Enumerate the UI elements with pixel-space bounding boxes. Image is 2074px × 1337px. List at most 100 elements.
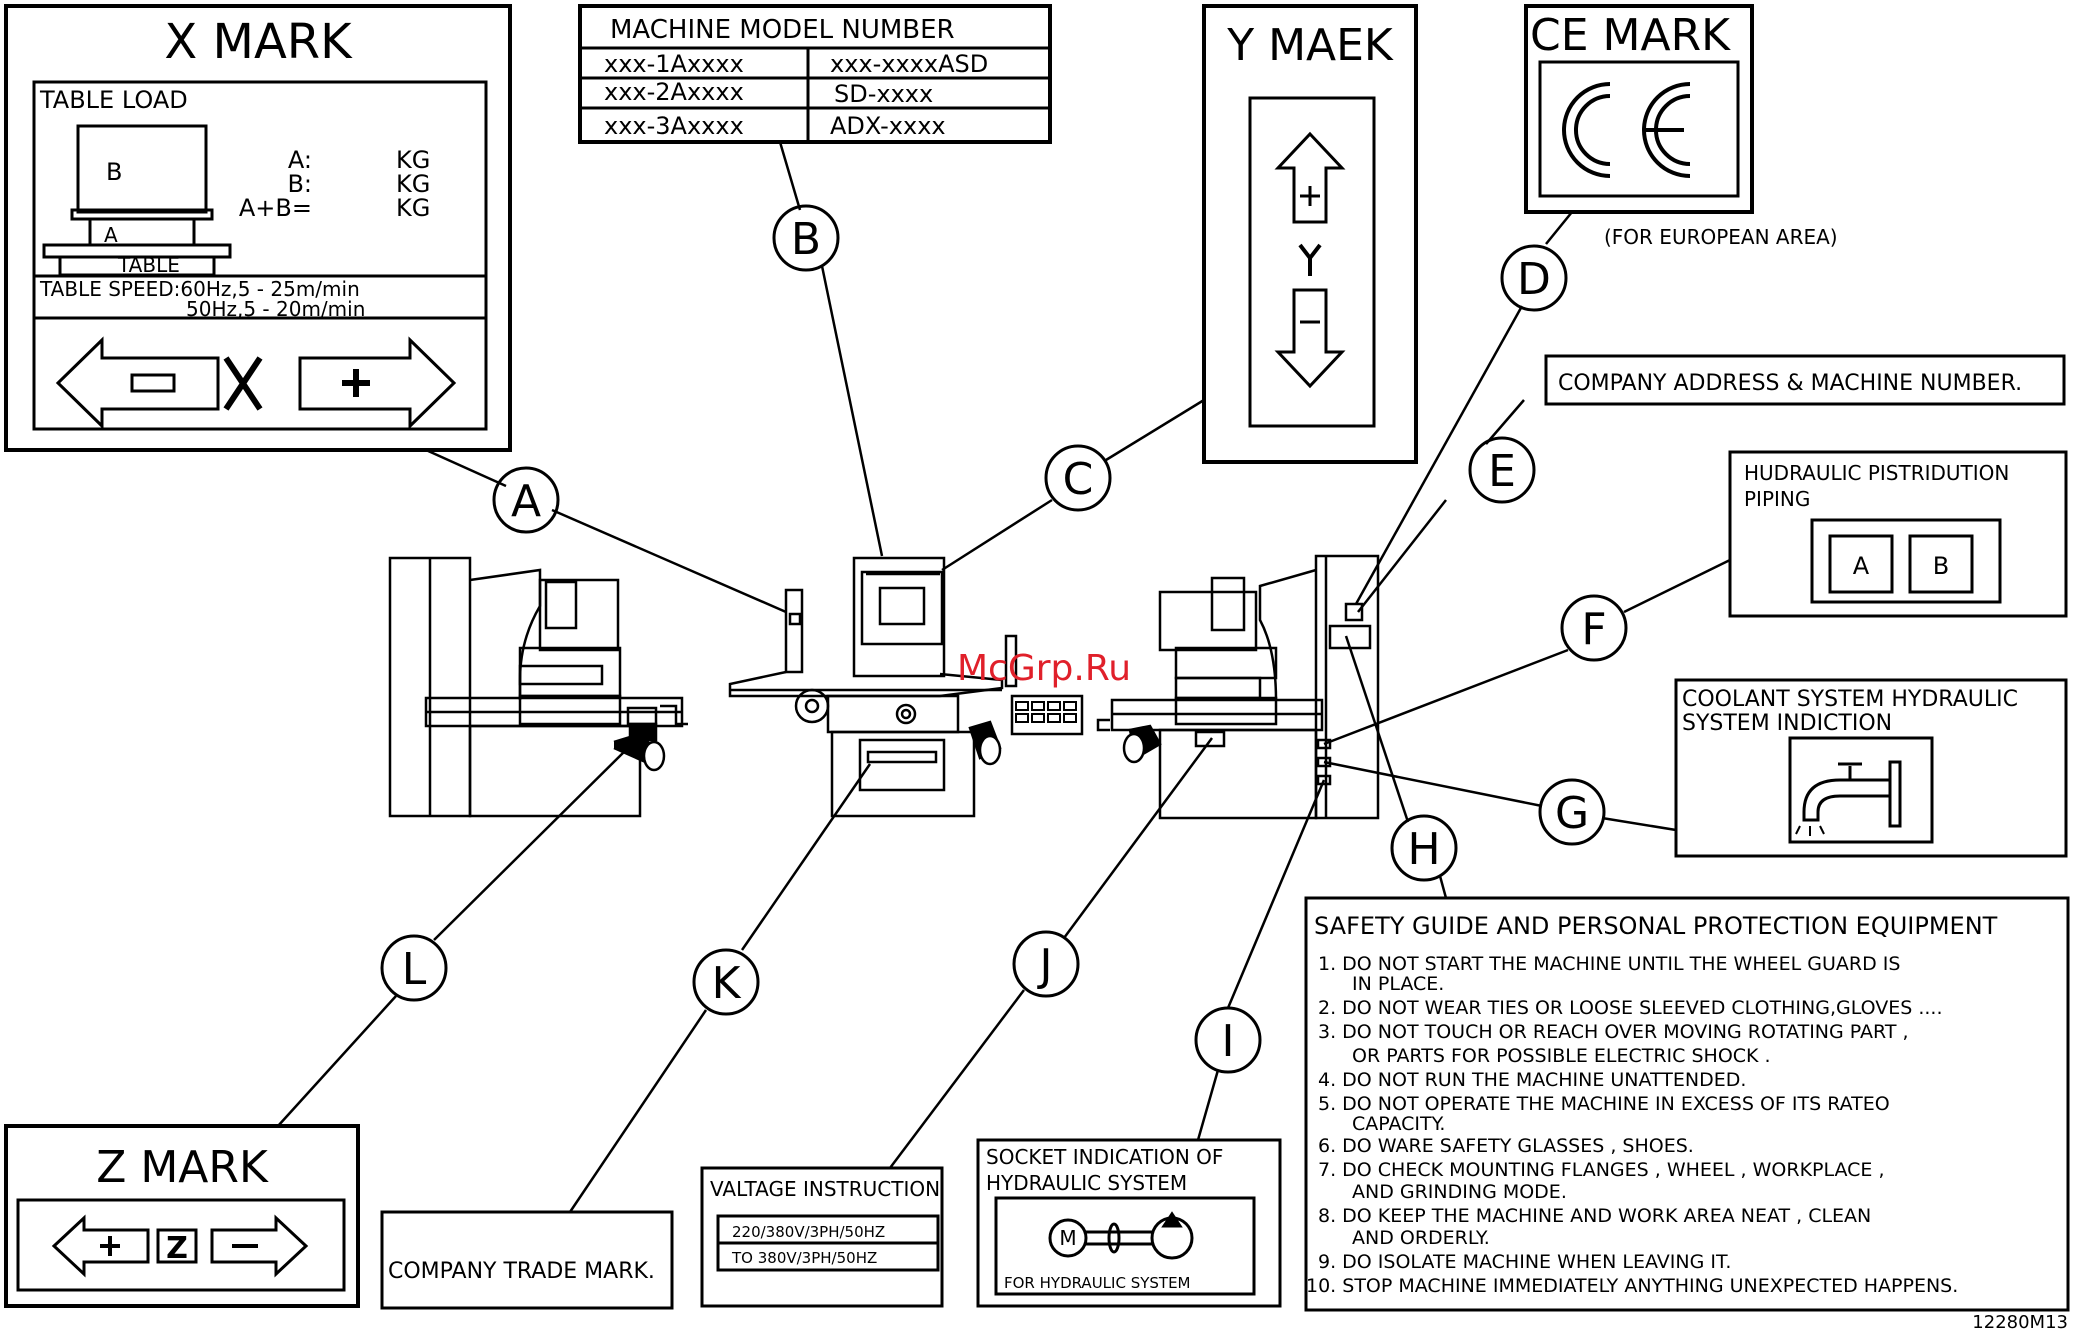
callout-f [1560,594,1628,662]
callout-d [1500,244,1568,312]
motor-letter: M [1059,1226,1076,1250]
load-label-a: A: [288,146,312,174]
model-cell-2-1: xxx-2Axxxx [604,78,744,106]
safety-line: 1. DO NOT START THE MACHINE UNTIL THE WH… [1318,953,1900,975]
socket-line1: SOCKET INDICATION OF [986,1145,1223,1169]
safety-line: 5. DO NOT OPERATE THE MACHINE IN EXCESS … [1318,1093,1890,1115]
safety-list: 1. DO NOT START THE MACHINE UNTIL THE WH… [1306,953,1958,1297]
callout-letter-f: F [1581,604,1606,655]
table-load-heading: TABLE LOAD [39,86,188,114]
callout-b [772,204,840,272]
callout-letter-e: E [1488,446,1516,497]
safety-line: 7. DO CHECK MOUNTING FLANGES , WHEEL , W… [1318,1159,1885,1181]
figure-code: 12280M13 [1972,1312,2068,1333]
handwheel-front-icon [968,720,1002,766]
voltage-title: VALTAGE INSTRUCTION [710,1177,940,1201]
y-axis-icon [1298,243,1322,276]
callout-l [380,934,448,1002]
safety-title: SAFETY GUIDE AND PERSONAL PROTECTION EQU… [1314,912,1998,940]
ce-mark-note: (FOR EUROPEAN AREA) [1604,225,1838,249]
faucet-icon [1795,760,1902,836]
minus-arrow-icon [55,336,220,430]
safety-line: IN PLACE. [1352,973,1444,995]
callout-letter-h: H [1407,824,1440,875]
control-panel-icon [1015,701,1077,723]
callout-a [492,466,560,534]
safety-guide-label [1304,896,2070,1312]
callout-k [692,948,760,1016]
piping-box-a: A [1853,552,1870,580]
socket-line2: HYDRAULIC SYSTEM [986,1171,1187,1195]
x-axis-icon [223,356,263,411]
load-label-sum: A+B= [239,194,312,222]
safety-line: CAPACITY. [1352,1113,1445,1135]
z-mark-label [4,1124,360,1308]
callout-letter-j: J [1037,940,1053,991]
handwheel-right-icon [1122,724,1162,764]
safety-line: 9. DO ISOLATE MACHINE WHEN LEAVING IT. [1318,1251,1731,1273]
callout-letter-g: G [1555,788,1589,839]
safety-line: AND ORDERLY. [1352,1227,1490,1249]
leader-lines [277,141,1731,1213]
hydraulic-piping-label [1728,450,2068,618]
callout-g [1538,778,1606,846]
socket-indication-label [976,1138,1282,1308]
machine-right-view [1096,554,1380,820]
company-address-text: COMPANY ADDRESS & MACHINE NUMBER. [1558,371,2022,396]
hydraulic-piping-line2: PIPING [1744,487,1810,511]
table-speed-line1: TABLE SPEED:60Hz,5 - 25m/min [39,277,360,301]
safety-line: OR PARTS FOR POSSIBLE ELECTRIC SHOCK . [1352,1045,1771,1067]
voltage-line2: TO 380V/3PH/50HZ [731,1249,877,1267]
table-speed-line2: 50Hz,5 - 20m/min [186,297,365,321]
load-unit-a: KG [396,146,430,174]
callout-letter-a: A [511,476,541,527]
voltage-instruction-label [700,1166,944,1308]
model-cell-1-1: xxx-1Axxxx [604,50,744,78]
callout-letter-l: L [402,944,427,995]
voltage-line1: 220/380V/3PH/50HZ [732,1223,885,1241]
handwheel-left-icon [613,722,666,772]
z-minus-arrow-icon [210,1214,309,1278]
callout-letter-d: D [1517,254,1551,305]
z-mark-title: Z MARK [96,1142,269,1193]
y-up-arrow-icon [1274,131,1346,224]
hydraulic-piping-line1: HUDRAULIC PISTRIDUTION [1744,461,2009,485]
load-unit-sum: KG [396,194,430,222]
load-box-a: A [104,223,118,247]
safety-line: 3. DO NOT TOUCH OR REACH OVER MOVING ROT… [1318,1021,1909,1043]
coolant-line1: COOLANT SYSTEM HYDRAULIC [1682,687,2018,712]
callout-e [1468,436,1536,504]
trade-mark-label [380,1210,674,1310]
callout-i [1194,1006,1262,1074]
model-table-title: MACHINE MODEL NUMBER [610,15,955,45]
safety-line: 6. DO WARE SAFETY GLASSES , SHOES. [1318,1135,1694,1157]
ce-logo-icon [1562,82,1691,178]
callout-letter-i: I [1222,1016,1235,1067]
socket-caption: FOR HYDRAULIC SYSTEM [1004,1274,1190,1292]
callout-circles [380,204,1628,1074]
safety-line: 10. STOP MACHINE IMMEDIATELY ANYTHING UN… [1306,1275,1958,1297]
safety-line: AND GRINDING MODE. [1352,1181,1567,1203]
safety-line: 2. DO NOT WEAR TIES OR LOOSE SLEEVED CLO… [1318,997,1943,1019]
safety-line: 8. DO KEEP THE MACHINE AND WORK AREA NEA… [1318,1205,1871,1227]
callout-h [1390,814,1458,882]
watermark: McGrp.Ru [957,648,1131,689]
piping-box-b: B [1933,552,1949,580]
y-down-arrow-icon [1274,288,1346,389]
callout-letter-c: C [1063,454,1094,505]
z-axis-letter: Z [166,1231,188,1266]
coolant-system-label [1674,678,2068,858]
coolant-line2: SYSTEM INDICTION [1682,711,1892,736]
company-address-label [1544,354,2066,406]
load-box-b: B [106,158,122,186]
callout-j [1012,930,1080,998]
machine-left-view [388,556,688,818]
model-cell-1-2: xxx-xxxxASD [830,50,988,78]
ce-mark-label [1524,4,1754,214]
ce-mark-title: CE MARK [1530,10,1731,61]
trade-mark-text: COMPANY TRADE MARK. [388,1259,655,1284]
y-mark-label [1202,4,1418,464]
callout-letter-b: B [791,214,821,265]
